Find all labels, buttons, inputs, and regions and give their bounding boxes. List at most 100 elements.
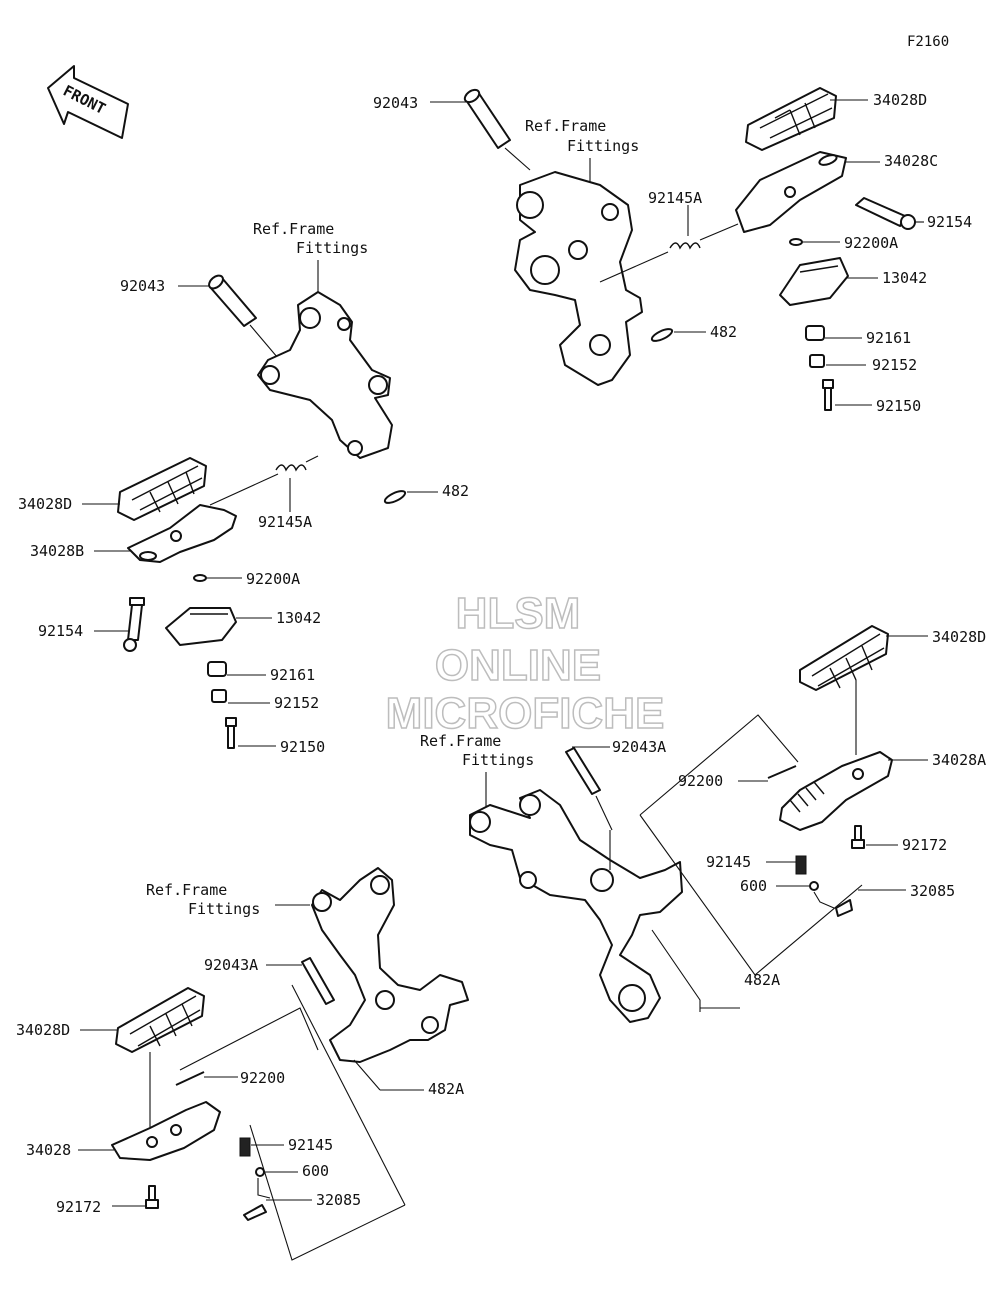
small-washer-icon (789, 238, 803, 246)
label-92150-front-left: 92150 (280, 738, 325, 756)
spring-icon (795, 855, 807, 875)
washer-icon (383, 490, 407, 504)
footpeg-rubber-icon (745, 87, 837, 151)
label-92154-front-right: 92154 (927, 213, 972, 231)
watermark-line-2: ONLINE (435, 641, 601, 690)
collar-icon (207, 661, 227, 677)
group-front-left: 92043 Ref.Frame Fittings 92145A 482 (18, 220, 469, 756)
label-92161-front-left: 92161 (270, 666, 315, 684)
detent-pin-icon (243, 1204, 267, 1221)
label-92172-rear-right: 92172 (902, 836, 947, 854)
label-92200A-front-left: 92200A (246, 570, 300, 588)
label-32085-rear-right: 32085 (910, 882, 955, 900)
label-482-front-right: 482 (710, 323, 737, 341)
rear-footrest-bracket-icon (469, 789, 683, 1023)
spring-icon (209, 455, 319, 506)
group-front-right: 92043 Ref.Frame Fittings 92145A 482 (373, 87, 972, 415)
label-92172-rear-left: 92172 (56, 1198, 101, 1216)
footrest-bracket-icon (514, 171, 643, 386)
shim-icon (175, 1071, 205, 1086)
label-92145A-front-left: 92145A (258, 513, 312, 531)
ref-frame-4-line2: Fittings (188, 900, 260, 918)
label-482A-rear-right: 482A (744, 971, 780, 989)
label-13042-front-right: 13042 (882, 269, 927, 287)
pin-part-icon (463, 88, 511, 149)
damper-plate-icon (165, 607, 237, 646)
footrest-bracket-icon (257, 291, 393, 459)
damper-plate-icon (779, 257, 849, 306)
footpeg-rubber-icon (799, 625, 889, 691)
ref-frame-3-line1: Ref.Frame (420, 732, 501, 750)
small-washer-icon (193, 574, 207, 582)
label-92200-rear-right: 92200 (678, 772, 723, 790)
front-arrow-icon: FRONT (47, 65, 129, 139)
ref-frame-2-line1: Ref.Frame (253, 220, 334, 238)
label-92200-rear-left: 92200 (240, 1069, 285, 1087)
label-92145-rear-right: 92145 (706, 853, 751, 871)
label-34028B-front-left: 34028B (30, 542, 84, 560)
label-34028D-front-right: 34028D (873, 91, 927, 109)
bolt-icon (225, 717, 237, 749)
pin-part-icon (301, 957, 335, 1005)
label-34028C-front-right: 34028C (884, 152, 938, 170)
label-34028A-rear-right: 34028A (932, 751, 986, 769)
label-92152-front-right: 92152 (872, 356, 917, 374)
label-92043A-rear-left: 92043A (204, 956, 258, 974)
label-482-front-left: 482 (442, 482, 469, 500)
detent-pin-icon (835, 899, 853, 917)
footpeg-rubber-icon (115, 987, 205, 1053)
spring-icon (239, 1137, 251, 1157)
watermark-line-3: MICROFICHE (386, 689, 665, 738)
bush-icon (809, 354, 825, 368)
label-92161-front-right: 92161 (866, 329, 911, 347)
label-13042-front-left: 13042 (276, 609, 321, 627)
figure-code: F2160 (907, 34, 949, 50)
label-92150-front-right: 92150 (876, 397, 921, 415)
label-92043-front-right: 92043 (373, 94, 418, 112)
bolt-icon (851, 825, 865, 849)
ball-icon (255, 1167, 265, 1177)
label-32085-rear-left: 32085 (316, 1191, 361, 1209)
watermark: HLSM ONLINE MICROFICHE (385, 588, 665, 739)
label-92200A-front-right: 92200A (844, 234, 898, 252)
pin-part-icon (565, 747, 601, 795)
ref-frame-1-line1: Ref.Frame (525, 117, 606, 135)
rear-footrest-bracket-icon (311, 867, 469, 1063)
label-34028D-rear-left: 34028D (16, 1021, 70, 1039)
label-92145-rear-left: 92145 (288, 1136, 333, 1154)
footpeg-icon (779, 751, 893, 831)
label-92145A-front-right: 92145A (648, 189, 702, 207)
footpeg-icon (111, 1101, 221, 1161)
ref-frame-2-line2: Fittings (296, 239, 368, 257)
ref-frame-3-line2: Fittings (462, 751, 534, 769)
bush-icon (211, 689, 227, 703)
footpeg-icon (735, 151, 847, 233)
watermark-line-1: HLSM (456, 589, 581, 638)
group-rear-left: Ref.Frame Fittings 92043A 482A 340 (16, 867, 469, 1261)
pin-part-icon (208, 274, 257, 327)
label-92043-front-left: 92043 (120, 277, 165, 295)
ball-icon (809, 881, 819, 891)
footpeg-icon (127, 504, 237, 563)
label-34028D-front-left: 34028D (18, 495, 72, 513)
label-34028D-rear-right: 34028D (932, 628, 986, 646)
label-92152-front-left: 92152 (274, 694, 319, 712)
bolt-icon (145, 1185, 159, 1209)
spring-icon (599, 223, 739, 283)
ref-frame-4-line1: Ref.Frame (146, 881, 227, 899)
clevis-pin-icon (123, 597, 145, 652)
footpeg-rubber-icon (117, 457, 207, 521)
washer-icon (650, 328, 674, 342)
label-600-rear-right: 600 (740, 877, 767, 895)
group-rear-right: Ref.Frame Fittings 92043A 482A (420, 625, 986, 1023)
label-600-rear-left: 600 (302, 1162, 329, 1180)
label-92154-front-left: 92154 (38, 622, 83, 640)
label-34028-rear-left: 34028 (26, 1141, 71, 1159)
bolt-icon (822, 379, 834, 411)
ref-frame-1-line2: Fittings (567, 137, 639, 155)
clevis-pin-icon (855, 197, 916, 230)
shim-icon (767, 765, 797, 779)
label-482A-rear-left: 482A (428, 1080, 464, 1098)
collar-icon (805, 325, 825, 341)
